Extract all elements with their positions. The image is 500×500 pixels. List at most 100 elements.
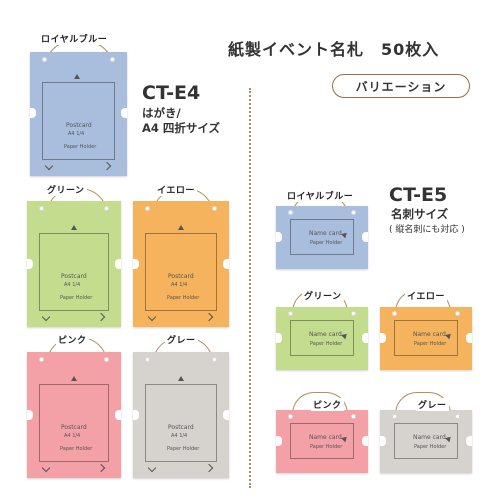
arrow-icon: [74, 74, 80, 79]
card-hole: [145, 206, 150, 211]
card-notch: [362, 436, 368, 446]
card-inner-frame: [290, 320, 354, 356]
e4-card-grey: Postcard A4 1/4 Paper Holder: [133, 352, 229, 478]
card-hole: [212, 357, 217, 362]
page-title: 紙製イベント名札 50枚入: [228, 40, 440, 59]
ct-e4-size-line1: はがき/: [142, 106, 181, 120]
e4-label-yellow: イエロー: [155, 183, 197, 196]
card-hole: [39, 206, 44, 211]
e5-card-grey: Name card Paper Holder: [380, 410, 472, 473]
card-text: A4 1/4: [64, 433, 81, 439]
corner-tick-icon: [147, 312, 157, 322]
e5-label-royal-blue: ロイヤルブルー: [285, 189, 356, 202]
e4-card-pink: Postcard A4 1/4 Paper Holder: [27, 352, 121, 478]
section-divider: [249, 88, 251, 488]
corner-tick-icon: [96, 312, 106, 322]
card-notch: [223, 410, 229, 420]
card-inner-frame: [145, 384, 217, 462]
card-inner-frame: [39, 233, 109, 311]
card-notch: [30, 108, 36, 118]
card-text: Postcard: [61, 273, 87, 280]
card-hole: [39, 357, 44, 362]
card-text: Postcard: [168, 424, 194, 431]
variation-badge: バリエーション: [332, 74, 470, 98]
card-hole: [455, 311, 460, 316]
card-inner-frame: [394, 423, 458, 459]
card-hole: [42, 57, 47, 62]
arrow-icon: [178, 376, 184, 381]
card-text: Paper Holder: [60, 446, 93, 452]
corner-tick-icon: [204, 463, 214, 473]
ct-e4-model: CT-E4: [142, 82, 201, 104]
e4-card-yellow: Postcard A4 1/4 Paper Holder: [133, 201, 229, 327]
card-hole: [212, 206, 217, 211]
card-notch: [115, 410, 121, 420]
card-text: Name card: [413, 434, 446, 441]
card-text: Paper Holder: [310, 341, 343, 347]
card-notch: [362, 232, 368, 242]
card-inner-frame: [394, 320, 458, 356]
card-hole: [288, 414, 293, 419]
e4-label-grey: グレー: [165, 333, 198, 346]
card-notch: [362, 333, 368, 343]
card-text: Name card: [413, 331, 446, 338]
card-hole: [145, 357, 150, 362]
card-notch: [380, 436, 386, 446]
card-hole: [104, 206, 109, 211]
e4-card-royal-blue: Postcard A4 1/4 Paper Holder: [30, 52, 127, 176]
card-hole: [288, 311, 293, 316]
e5-label-green: グリーン: [302, 289, 344, 302]
ct-e5-note: ( 縦名刺にも対応 ): [389, 225, 465, 235]
e5-label-yellow: イエロー: [405, 289, 447, 302]
card-text: Postcard: [168, 273, 194, 280]
corner-tick-icon: [96, 463, 106, 473]
card-inner-frame: [290, 219, 354, 255]
card-text: Paper Holder: [60, 295, 93, 301]
card-inner-frame: [39, 384, 109, 462]
e5-label-pink: ピンク: [311, 398, 344, 411]
ct-e5-model: CT-E5: [389, 184, 448, 206]
ct-e4-size-line2: A4 四折サイズ: [142, 121, 221, 135]
card-hole: [104, 357, 109, 362]
card-text: Paper Holder: [167, 446, 200, 452]
corner-tick-icon: [204, 312, 214, 322]
arrow-icon: [71, 225, 77, 230]
card-text: Paper Holder: [310, 240, 343, 246]
card-text: A4 1/4: [171, 433, 188, 439]
card-hole: [455, 414, 460, 419]
e5-card-green: Name card Paper Holder: [276, 307, 368, 370]
card-hole: [110, 57, 115, 62]
card-notch: [276, 333, 282, 343]
corner-tick-icon: [41, 463, 51, 473]
card-text: Paper Holder: [414, 341, 447, 347]
card-notch: [133, 259, 139, 269]
card-text: Paper Holder: [414, 444, 447, 450]
card-text: Name card: [309, 230, 342, 237]
card-notch: [121, 108, 127, 118]
card-inner-frame: [42, 82, 115, 160]
e4-label-green: グリーン: [45, 183, 87, 196]
card-text: A4 1/4: [68, 131, 85, 137]
card-hole: [288, 210, 293, 215]
card-notch: [133, 410, 139, 420]
corner-tick-icon: [44, 161, 54, 171]
ct-e5-size: 名刺サイズ: [391, 207, 449, 221]
card-notch: [276, 436, 282, 446]
card-text: Paper Holder: [64, 144, 97, 150]
card-text: A4 1/4: [64, 282, 81, 288]
card-notch: [380, 333, 386, 343]
card-text: A4 1/4: [171, 282, 188, 288]
card-text: Postcard: [61, 424, 87, 431]
corner-tick-icon: [147, 463, 157, 473]
card-text: Paper Holder: [167, 295, 200, 301]
card-notch: [466, 436, 472, 446]
card-text: Paper Holder: [310, 444, 343, 450]
card-hole: [351, 311, 356, 316]
card-text: Name card: [309, 434, 342, 441]
card-text: Name card: [309, 331, 342, 338]
card-hole: [392, 311, 397, 316]
card-notch: [223, 259, 229, 269]
corner-tick-icon: [41, 312, 51, 322]
e5-label-grey: グレー: [416, 398, 449, 411]
card-notch: [466, 333, 472, 343]
